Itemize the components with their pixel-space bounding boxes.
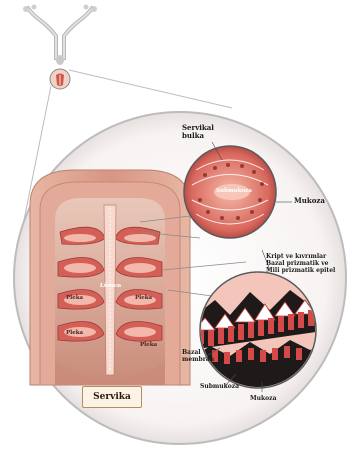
label-pleka-right: Pleka: [135, 295, 152, 301]
title-box: Servika: [82, 386, 142, 408]
label-servikal-bulka: Servikal bulka: [182, 124, 214, 140]
servikal-bulka-text: Servikal bulka: [182, 123, 214, 140]
bazal-membran-text: Bazal membran: [182, 349, 214, 363]
label-lumen: Lümen: [100, 283, 121, 289]
label-submukoza-inset: Submukoza: [216, 188, 252, 194]
cervix-cross-section: [30, 170, 190, 385]
label-kript: Kript ve kıvrımlar Bazal prizmatik ve Mi…: [266, 254, 335, 275]
cervix-highlight-circle: [50, 69, 70, 89]
kript-text: Kript ve kıvrımlar Bazal prizmatik ve Mi…: [266, 253, 335, 274]
label-submukoza-bottom: Submukoza: [200, 384, 239, 391]
label-pleka-lower: Pleka: [66, 330, 83, 336]
diagram-title: Servika: [93, 392, 131, 402]
label-pleka-lower-right: Pleka: [140, 342, 157, 348]
uterus-illustration: [23, 5, 97, 66]
label-pleka-left: Pleka: [66, 295, 83, 301]
label-bazal-membran: Bazal membran: [182, 350, 214, 364]
label-mukoza-bottom: Mukoza: [250, 396, 276, 403]
label-mukoza-top: Mukoza: [294, 197, 325, 205]
